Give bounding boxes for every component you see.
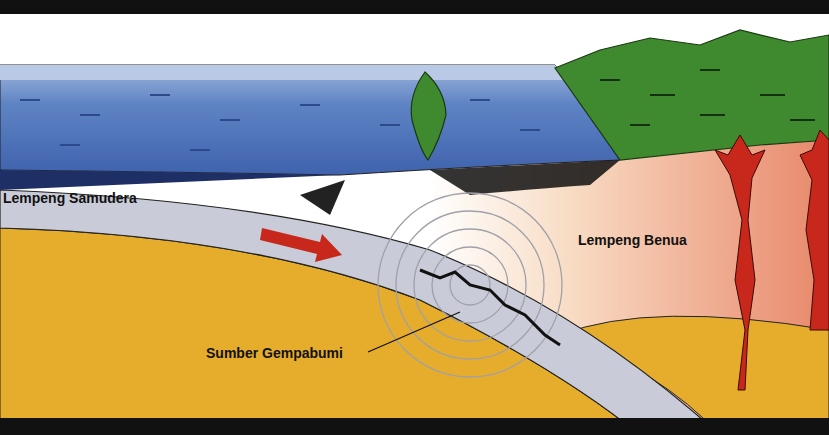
oceanic-slab [0,190,720,435]
trench-wedge [300,180,345,215]
seismic-waves [378,193,562,377]
continent-land [555,30,829,160]
ocean [0,65,620,175]
island [411,72,446,160]
frame-bar [0,418,829,435]
leader-line [368,312,460,352]
forearc-sediment [430,160,620,195]
frame-bar [0,0,829,14]
seafloor [0,170,340,190]
plate-label: Lempeng Samudera [3,190,137,207]
fault-line [420,270,560,345]
magma-dike [715,135,765,390]
sea-surface [0,65,565,80]
plate-label: Lempeng Benua [578,232,687,249]
land-marks [600,70,815,125]
wave-marks [20,95,540,150]
plate-motion-arrow [260,228,342,262]
magma-dike [800,130,829,330]
callout-label: Sumber Gempabumi [206,345,343,362]
